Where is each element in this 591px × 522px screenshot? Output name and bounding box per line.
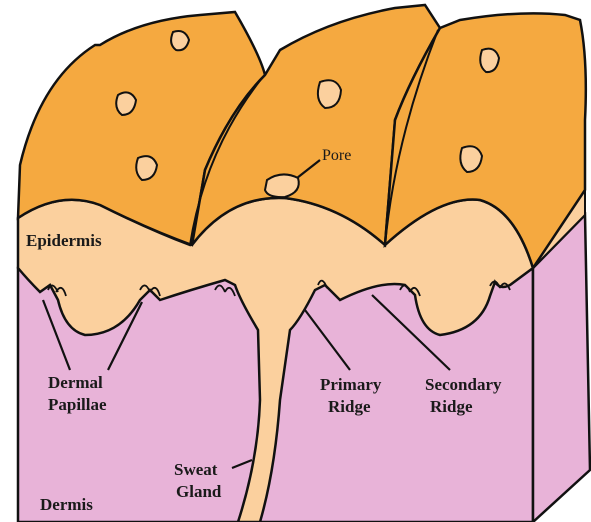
sweat-gland-label-line2: Gland [176,482,222,501]
pore-6 [480,49,499,72]
primary-ridge-label-line1: Primary [320,375,382,394]
secondary-ridge-label-line1: Secondary [425,375,502,394]
pore-4 [318,80,341,108]
sweat-gland-label-line1: Sweat [174,460,218,479]
pore-1 [171,31,189,50]
secondary-ridge-label-line2: Ridge [430,397,473,416]
dermis-label: Dermis [40,495,93,514]
epidermis-label: Epidermis [26,231,102,250]
pore-5 [265,174,299,197]
pore-label: Pore [322,147,351,164]
primary-ridge-label-line2: Ridge [328,397,371,416]
dermal-papillae-label-line1: Dermal [48,373,103,392]
dermal-papillae-label-line2: Papillae [48,395,107,414]
dermis-side-face [533,215,590,522]
